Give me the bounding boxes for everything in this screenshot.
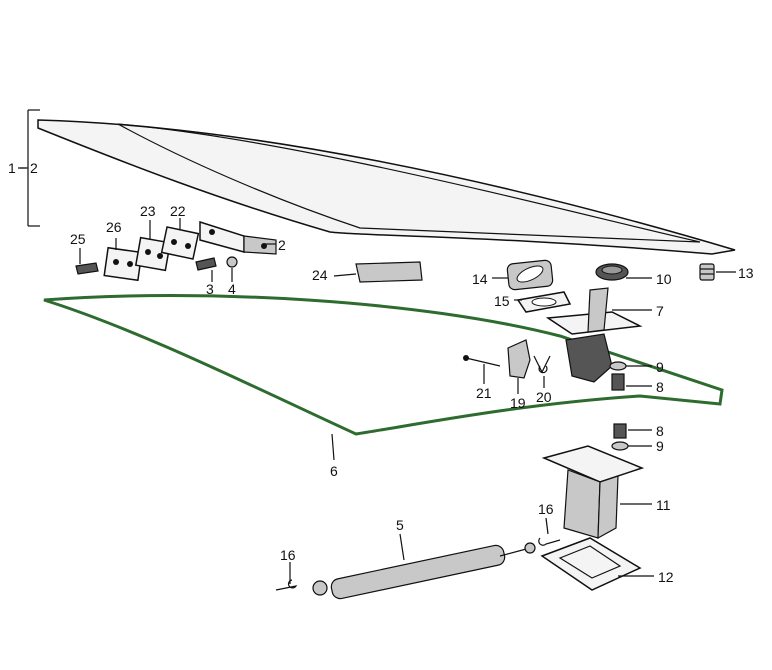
leader-6 — [331, 433, 335, 461]
screw-lower — [613, 423, 627, 439]
callout-8b: 8 — [656, 423, 664, 439]
mounting-plate — [540, 537, 642, 591]
callout-15: 15 — [494, 293, 510, 309]
callout-25: 25 — [70, 231, 86, 247]
callout-24: 24 — [312, 267, 328, 283]
bump-stop — [699, 263, 715, 281]
rear-window-glass — [37, 119, 736, 255]
callout-16: 16 — [280, 547, 296, 563]
callout-5: 5 — [396, 517, 404, 533]
callout-7: 7 — [656, 303, 664, 319]
latch-lock — [545, 287, 643, 383]
callout-8: 8 — [656, 379, 664, 395]
pin — [463, 355, 501, 367]
washer-lower — [611, 441, 629, 451]
grommet — [595, 263, 629, 281]
callout-2: 2 — [30, 160, 38, 176]
callout-10: 10 — [656, 271, 672, 287]
callout-22: 22 — [170, 203, 186, 219]
callout-2b: 2 — [278, 237, 286, 253]
callout-16b: 16 — [538, 501, 554, 517]
hinge-assembly — [75, 220, 277, 282]
part-19-catch — [507, 339, 531, 379]
pad — [516, 291, 572, 313]
rubber-buffer — [506, 259, 554, 291]
washer — [609, 361, 627, 371]
callout-4: 4 — [228, 281, 236, 297]
leader-lines — [79, 218, 736, 584]
part-20-spring — [533, 355, 551, 374]
callout-9b: 9 — [656, 438, 664, 454]
callout-11: 11 — [656, 497, 671, 513]
callout-6: 6 — [330, 463, 338, 479]
gas-strut — [312, 542, 536, 600]
latch-bracket — [541, 445, 645, 540]
callout-1: 1 — [8, 160, 16, 176]
callout-9: 9 — [656, 359, 664, 375]
callout-23: 23 — [140, 203, 156, 219]
callout-19: 19 — [510, 395, 526, 411]
callout-3: 3 — [206, 281, 214, 297]
callout-14: 14 — [472, 271, 488, 287]
callout-13: 13 — [738, 265, 754, 281]
callout-12: 12 — [658, 569, 674, 585]
clip-right — [538, 537, 561, 546]
screw — [611, 373, 625, 391]
callout-21: 21 — [476, 385, 492, 401]
callout-20: 20 — [536, 389, 552, 405]
window-seal — [43, 294, 724, 436]
callout-26: 26 — [106, 219, 122, 235]
part-24-bracket — [355, 261, 423, 283]
clip-left — [275, 579, 298, 591]
